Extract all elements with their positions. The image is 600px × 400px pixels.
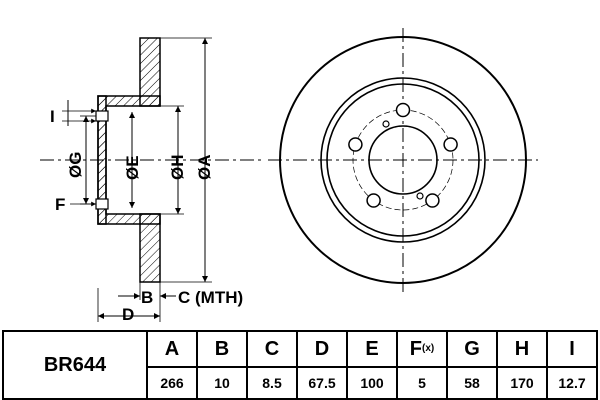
locating-hole [416,192,424,200]
value-E: 100 [346,366,398,400]
part-number: BR644 [2,330,148,400]
locating-hole [382,120,390,128]
label-I: I [50,107,55,126]
locating-holes [382,120,424,200]
brake-disc-drawing: I ØG ØE ØH ØA F B C (MTH) D [40,28,538,324]
header-F: F(x) [396,330,448,368]
header-H: H [496,330,548,368]
stud-hole-top [95,110,109,122]
label-A: ØA [195,155,214,181]
header-C: C [246,330,298,368]
hub-mounting-face [97,95,107,225]
label-F: F [55,195,65,214]
stud-hole [395,102,411,118]
value-G: 58 [446,366,498,400]
stud-hole [443,137,458,152]
stud-hole [425,193,440,208]
label-E: ØE [123,155,142,180]
hub-bore-circle [368,125,438,195]
value-A: 266 [146,366,198,400]
front-view [268,28,538,292]
header-B: B [196,330,248,368]
stud-hole-bottom [95,198,109,210]
stud-hole [348,137,363,152]
header-D: D [296,330,348,368]
spec-value-row: 266 10 8.5 67.5 100 5 58 170 12.7 [3,366,598,400]
value-F: 5 [396,366,448,400]
value-C: 8.5 [246,366,298,400]
value-H: 170 [496,366,548,400]
header-I: I [546,330,598,368]
value-I: 12.7 [546,366,598,400]
label-C: C (MTH) [178,288,243,307]
header-A: A [146,330,198,368]
label-H: ØH [168,155,187,181]
value-B: 10 [196,366,248,400]
stud-hole [366,193,381,208]
header-E: E [346,330,398,368]
header-G: G [446,330,498,368]
stud-holes [348,102,458,208]
label-D: D [122,305,134,324]
side-view: I ØG ØE ØH ØA F B C (MTH) D [40,37,265,324]
spec-header-row: BR644 A B C D E F(x) G H I [2,330,598,400]
hat-outer-circle [326,83,480,237]
friction-inner-circle [320,77,486,243]
label-G: ØG [66,152,85,178]
value-D: 67.5 [296,366,348,400]
label-B: B [141,288,153,307]
outer-diameter-circle [279,36,527,284]
spec-table: BR644 A B C D E F(x) G H I 266 10 8.5 67… [2,330,598,400]
